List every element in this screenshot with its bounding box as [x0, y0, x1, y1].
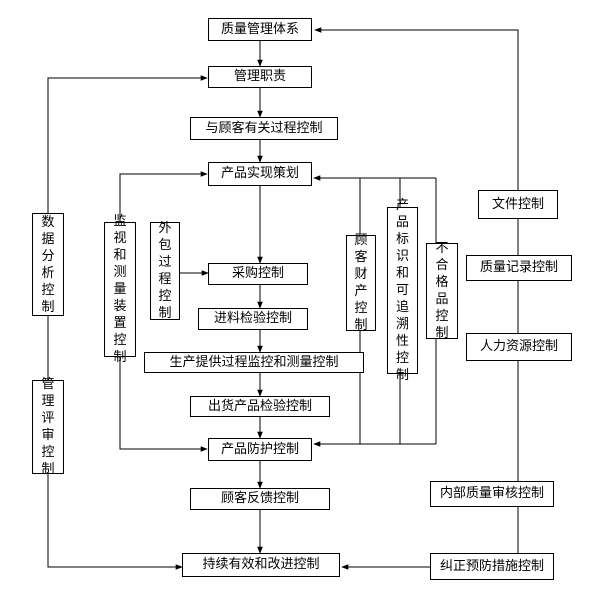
- node-continuous-improvement: 持续有效和改进控制: [182, 553, 340, 577]
- node-document-control: 文件控制: [478, 190, 558, 219]
- node-customer-process-control: 与顾客有关过程控制: [190, 117, 338, 140]
- monitoring-measuring-label: 监视和测量装置控制: [113, 214, 127, 365]
- node-management-review-control: 管理评审控制: [32, 377, 64, 477]
- node-customer-feedback: 顾客反馈控制: [190, 488, 330, 510]
- node-management-responsibility: 管理职责: [208, 66, 312, 88]
- node-data-analysis-control: 数据分析控制: [32, 213, 64, 316]
- node-outsourced-process-control: 外包过程控制: [150, 221, 180, 321]
- node-corrective-preventive-control: 纠正预防措施控制: [430, 553, 554, 580]
- nonconforming-product-label: 不合格品控制: [435, 241, 449, 341]
- node-product-protection: 产品防护控制: [208, 438, 312, 461]
- arrow-review-to-improve: [47, 474, 183, 570]
- arrow-support-to-qms: [314, 27, 519, 190]
- node-monitoring-measuring-device-control: 监视和测量装置控制: [104, 214, 136, 365]
- node-quality-management-system: 质量管理体系: [208, 18, 312, 41]
- node-product-realization-planning: 产品实现策划: [208, 162, 312, 186]
- node-customer-property-control: 顾客财产控制: [346, 233, 376, 333]
- node-production-monitoring: 生产提供过程监控和测量控制: [144, 352, 364, 373]
- customer-property-label: 顾客财产控制: [354, 233, 368, 333]
- node-quality-record-control: 质量记录控制: [466, 255, 572, 281]
- arrow-data-to-mgmt: [47, 75, 208, 213]
- node-incoming-inspection: 进料检验控制: [198, 308, 308, 330]
- node-human-resource-control: 人力资源控制: [466, 333, 572, 361]
- arrow-monitor-to-protect: [119, 357, 208, 452]
- arrow-monitor-to-planning: [119, 171, 208, 222]
- node-identification-traceability-control: 产品标识和可追溯性控制: [387, 198, 418, 383]
- node-outgoing-inspection: 出货产品检验控制: [190, 396, 330, 417]
- node-internal-audit-control: 内部质量审核控制: [430, 481, 554, 507]
- outsourced-process-label: 外包过程控制: [158, 221, 172, 321]
- identification-traceability-label: 产品标识和可追溯性控制: [395, 198, 409, 383]
- node-nonconforming-product-control: 不合格品控制: [426, 241, 458, 341]
- management-review-label: 管理评审控制: [41, 377, 55, 477]
- data-analysis-label: 数据分析控制: [41, 214, 55, 315]
- node-purchase-control: 采购控制: [208, 263, 308, 285]
